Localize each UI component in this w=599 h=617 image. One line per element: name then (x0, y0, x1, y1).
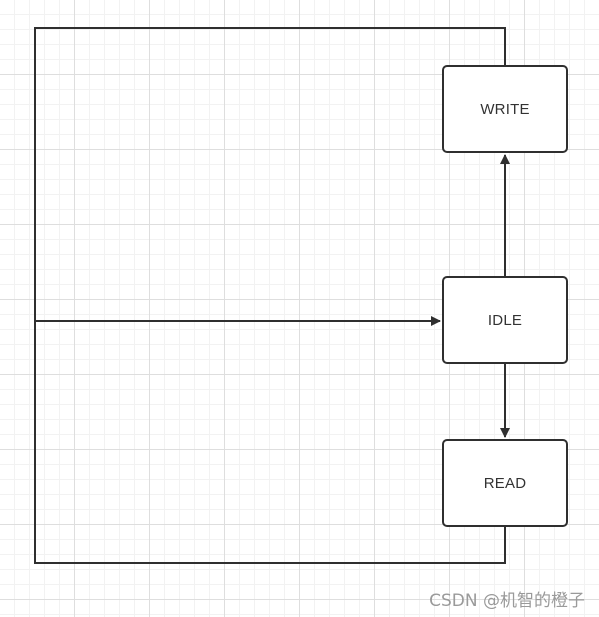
state-label-write: WRITE (480, 100, 530, 118)
loop-line-write-to-idle (34, 27, 506, 322)
watermark-text: CSDN @机智的橙子 (429, 591, 585, 611)
state-box-idle[interactable]: IDLE (442, 276, 568, 364)
loop-line-read-to-idle (34, 322, 506, 564)
state-label-idle: IDLE (487, 311, 523, 329)
state-box-read[interactable]: READ (442, 439, 568, 527)
state-label-read: READ (483, 474, 527, 492)
state-box-write[interactable]: WRITE (442, 65, 568, 153)
